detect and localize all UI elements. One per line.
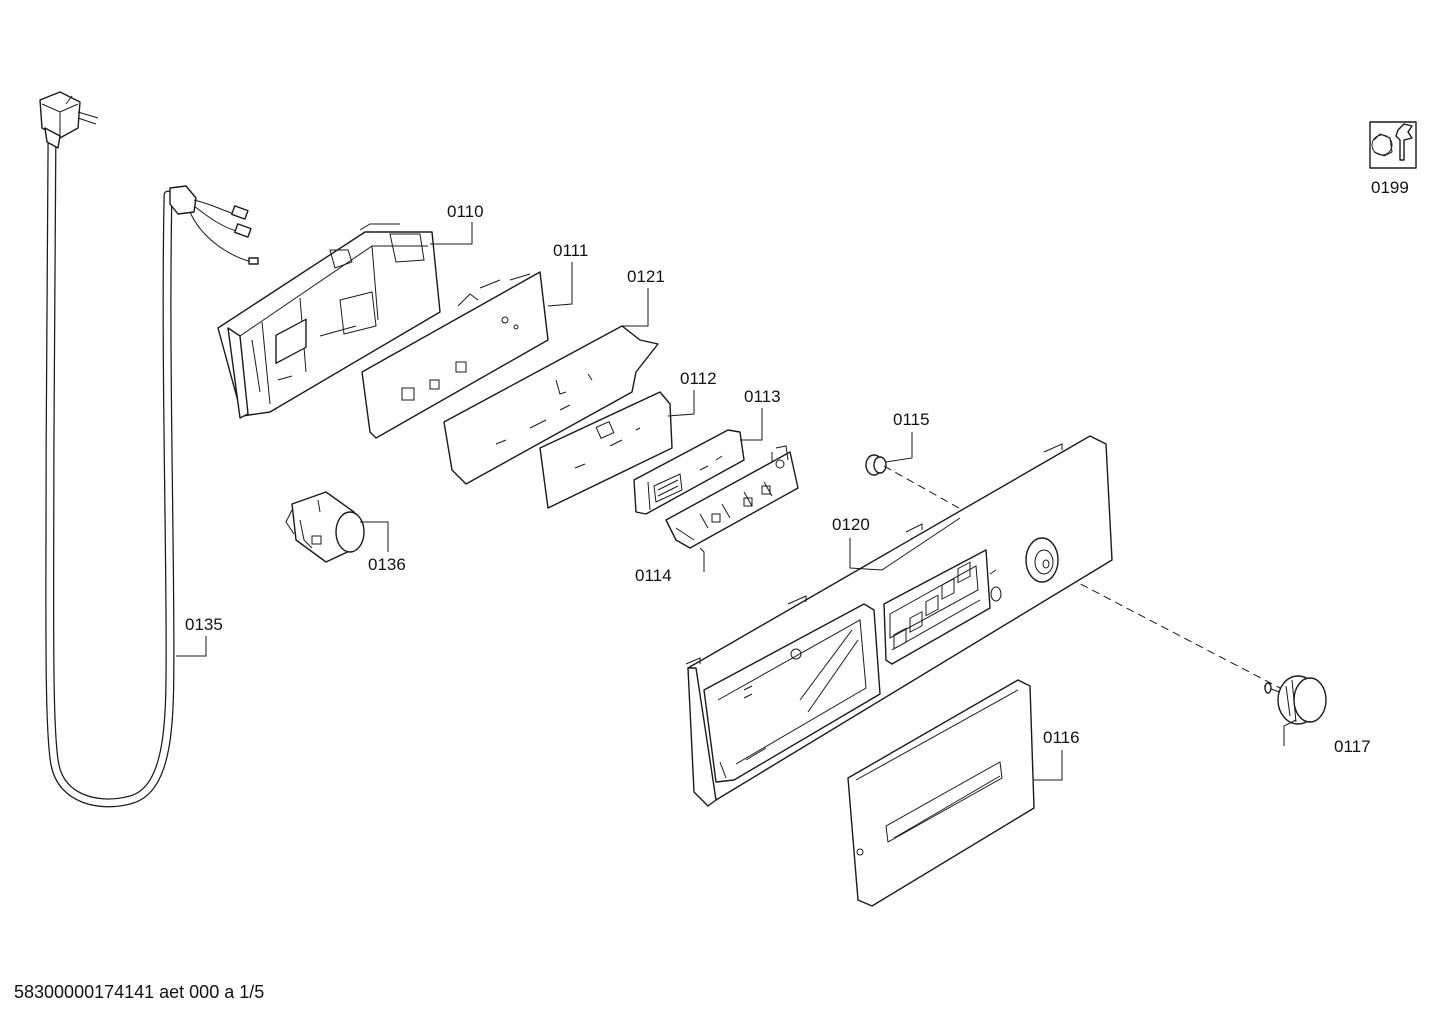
label-0136: 0136	[368, 555, 406, 574]
button-carrier[interactable]	[633, 429, 745, 515]
display-board[interactable]	[539, 391, 673, 509]
label-0115: 0115	[893, 410, 930, 429]
document-id: 58300000174141 aet 000 a 1/5	[14, 982, 265, 1002]
label-0116: 0116	[1043, 728, 1080, 747]
control-module-board[interactable]	[443, 325, 659, 485]
interference-filter[interactable]	[285, 491, 365, 563]
indicator-lens[interactable]	[865, 454, 887, 476]
label-0110: 0110	[447, 202, 484, 221]
mains-power-cable[interactable]	[39, 91, 259, 808]
label-0117: 0117	[1334, 737, 1371, 756]
push-button-set[interactable]	[665, 445, 799, 549]
control-panel-fascia[interactable]	[685, 435, 1113, 807]
assembly-axis-knob	[1045, 565, 1281, 689]
label-0111: 0111	[553, 241, 588, 260]
program-selector-knob[interactable]	[1263, 675, 1327, 725]
label-0112: 0112	[680, 369, 717, 388]
label-0120: 0120	[832, 515, 870, 534]
label-0135: 0135	[185, 615, 223, 634]
cable-terminal-icon	[169, 185, 259, 265]
control-housing[interactable]	[217, 223, 441, 419]
label-0113: 0113	[744, 387, 781, 406]
label-0199: 0199	[1371, 178, 1409, 197]
label-0114: 0114	[635, 566, 672, 585]
leader-lines	[176, 222, 1297, 781]
label-0121: 0121	[627, 267, 665, 286]
dispenser-drawer-handle[interactable]	[847, 679, 1035, 907]
plug-icon	[39, 91, 99, 149]
service-tool-icon[interactable]	[1369, 121, 1417, 169]
power-module-board[interactable]	[361, 271, 549, 439]
